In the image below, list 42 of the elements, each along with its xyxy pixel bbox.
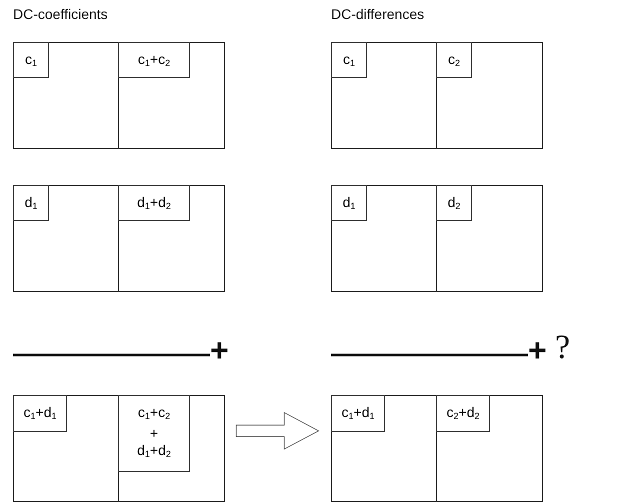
block-box <box>13 185 120 292</box>
coefficient-label: d$_{2}$ <box>448 193 460 213</box>
block-box <box>436 42 543 149</box>
coefficient-label: c$_{1}$+d$_{1}$ <box>342 403 374 423</box>
coefficient-box <box>436 185 472 221</box>
block-box <box>118 395 225 502</box>
coefficient-label: c$_{2}$ <box>448 50 460 70</box>
coefficient-box <box>331 42 367 78</box>
coefficient-label: c$_{1}$+c$_{2}$ <box>138 50 170 70</box>
coefficient-box <box>118 395 190 472</box>
hollow-arrow <box>236 412 320 450</box>
coefficient-label: c$_{1}$+c$_{2}$ + d$_{1}$+d$_{2}$ <box>136 403 172 461</box>
coefficient-label: c$_{1}$ <box>24 50 37 70</box>
block-box <box>118 42 225 149</box>
coefficient-box <box>13 185 49 221</box>
coefficient-label: c$_{1}$ <box>342 50 355 70</box>
coefficient-box <box>436 42 472 78</box>
coefficient-label: d$_{1}$ <box>342 193 356 213</box>
block-box <box>331 185 438 292</box>
coefficient-box <box>331 185 367 221</box>
plus-sign: + <box>528 334 547 366</box>
block-box <box>331 395 438 502</box>
coefficient-box <box>13 395 67 432</box>
coefficient-box <box>118 42 190 78</box>
coefficient-label: c$_{2}$+d$_{2}$ <box>446 403 480 423</box>
block-box <box>436 185 543 292</box>
block-box <box>13 395 120 502</box>
block-box <box>118 185 225 292</box>
coefficient-box <box>436 395 490 432</box>
section-heading: DC-coefficients <box>13 7 108 21</box>
coefficient-box <box>118 185 190 221</box>
block-box <box>13 42 120 149</box>
block-box <box>331 42 438 149</box>
coefficient-box <box>331 395 385 432</box>
section-heading: DC-differences <box>331 7 424 21</box>
coefficient-box <box>13 42 49 78</box>
block-box <box>436 395 543 502</box>
coefficient-label: d$_{1}$+d$_{2}$ <box>137 193 171 213</box>
coefficient-label: d$_{1}$ <box>24 193 38 213</box>
question-mark: ? <box>555 331 570 365</box>
plus-sign: + <box>210 334 229 366</box>
coefficient-label: c$_{1}$+d$_{1}$ <box>24 403 56 423</box>
